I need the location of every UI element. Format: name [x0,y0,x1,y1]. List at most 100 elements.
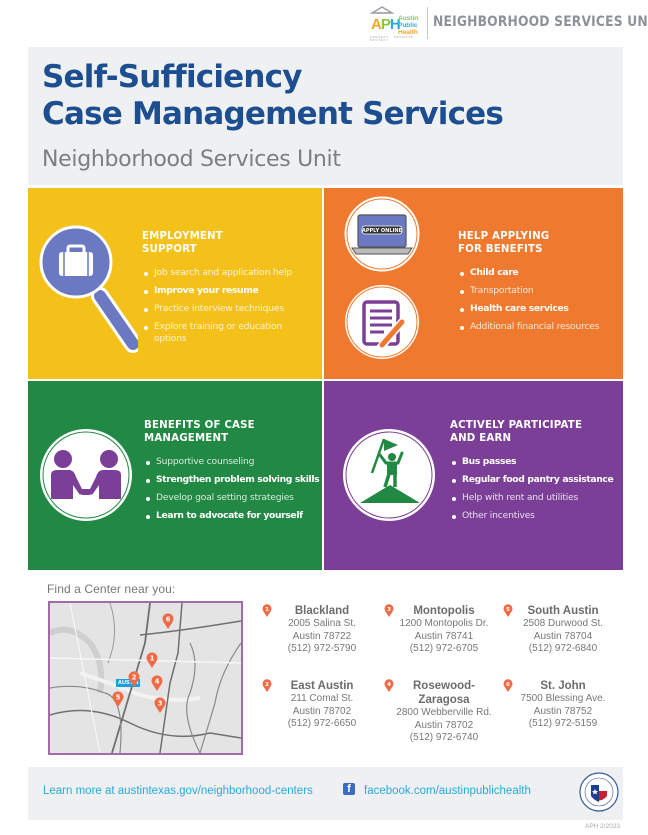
logo-word-austin: Austin [398,15,419,22]
location-pin-icon: 6 [503,679,513,697]
center-phone[interactable]: (512) 972-5159 [528,718,598,729]
center-phone[interactable]: (512) 972-5790 [287,643,357,654]
roof-icon [370,6,394,14]
city-of-austin-seal-icon [579,772,619,812]
center-city: Austin 78702 [414,719,474,731]
location-pin-icon: 5 [503,604,513,622]
location-pin-icon: 4 [384,679,394,697]
list-item: Explore training or education options [142,321,304,344]
find-center-heading: Find a Center near you: [47,582,176,596]
logo-letter-p: P [380,16,391,33]
map-pin-3[interactable]: 3 [154,697,166,718]
center-name: Montopolis [413,605,475,617]
aph-logo: APH Austin Public Health PREVENT · PROMO… [370,6,428,42]
center-city: Austin 78702 [292,705,352,717]
top-bar: APH Austin Public Health PREVENT · PROMO… [0,0,648,46]
center-city: Austin 78741 [414,630,474,642]
svg-text:1: 1 [265,607,269,613]
svg-text:6: 6 [166,616,171,624]
svg-text:4: 4 [387,682,391,688]
list-item: Child care [458,267,620,279]
center-address: 1200 Montopolis Dr. [399,618,489,629]
person-flag-summit-icon [343,429,435,521]
center-city: Austin 78722 [292,630,352,642]
laptop-apply-online-icon: APPLY ONLINE [344,196,420,272]
svg-text:6: 6 [506,682,510,688]
facebook-icon: f [343,783,355,795]
list-item: Strengthen problem solving skills [144,474,320,486]
page-subtitle: Neighborhood Services Unit [42,147,341,172]
map-pin-6[interactable]: 6 [162,613,174,634]
center-phone[interactable]: (512) 972-6650 [287,718,357,729]
section-list: Supportive counseling Strengthen problem… [144,456,320,528]
map-pin-5[interactable]: 5 [112,691,124,712]
svg-text:APPLY ONLINE: APPLY ONLINE [362,228,403,234]
center-city: Austin 78704 [533,630,593,642]
center-name: East Austin [290,680,354,692]
list-item: Help with rent and utilities [450,492,620,504]
aph-letters: APH [371,16,401,33]
list-item: Improve your resume [142,285,318,297]
title-line-2: Case Management Services [42,96,504,132]
svg-text:1: 1 [150,655,155,663]
logo-divider [427,7,428,39]
footer-bar: Learn more at austintexas.gov/neighborho… [28,767,623,820]
section-list: Child care Transportation Health care se… [458,267,620,339]
location-pin-icon: 2 [262,679,272,697]
list-item: Supportive counseling [144,456,320,468]
location-pin-icon: 3 [384,604,394,622]
svg-text:4: 4 [155,678,160,686]
center-phone[interactable]: (512) 972-6840 [528,643,598,654]
map-pin-4[interactable]: 4 [151,675,163,696]
svg-text:5: 5 [506,607,510,613]
center-name: Blackland [294,605,350,617]
title-line-1: Self-Sufficiency [42,59,302,95]
facebook-link[interactable]: facebook.com/austinpublichealth [364,785,531,797]
center-phone[interactable]: (512) 972-6705 [409,643,479,654]
center-address: 7500 Blessing Ave. [520,693,606,704]
svg-text:3: 3 [387,607,391,613]
list-item: Develop goal setting strategies [144,492,320,504]
center-address: 2800 Webberville Rd. [396,707,492,718]
center-name: Rosewood- [413,680,475,692]
center-name: St. John [540,680,586,692]
list-item: Other incentives [450,510,620,522]
logo-word-public: Public [398,22,418,29]
center-address: 2508 Durwood St. [522,618,604,629]
list-item: Health care services [458,303,620,315]
map-roads [50,603,241,753]
map-pin-2[interactable]: 2 [128,671,140,692]
list-item: Practice interview techniques [142,303,318,315]
list-item: Additional financial resources [458,321,620,333]
logo-words: Austin Public Health [398,15,418,36]
website-link[interactable]: Learn more at austintexas.gov/neighborho… [43,785,313,797]
svg-text:3: 3 [158,700,163,708]
handshake-icon [40,429,132,521]
map-pin-1[interactable]: 1 [146,652,158,673]
center-city: Austin 78752 [533,705,593,717]
title-banner: Self-Sufficiency Case Management Service… [28,47,623,185]
svg-text:2: 2 [265,682,269,688]
list-item: Job search and application help [142,267,318,279]
svg-text:2: 2 [132,674,137,682]
logo-tagline: PREVENT · PROMOTE · PROTECT [370,36,418,42]
center-phone[interactable]: (512) 972-6740 [409,732,479,743]
logo-letter-h: H [389,16,401,33]
list-item: Learn to advocate for yourself [144,510,320,522]
center-name: South Austin [527,605,599,617]
section-list: Job search and application help Improve … [142,267,318,351]
location-pin-icon: 1 [262,604,272,622]
